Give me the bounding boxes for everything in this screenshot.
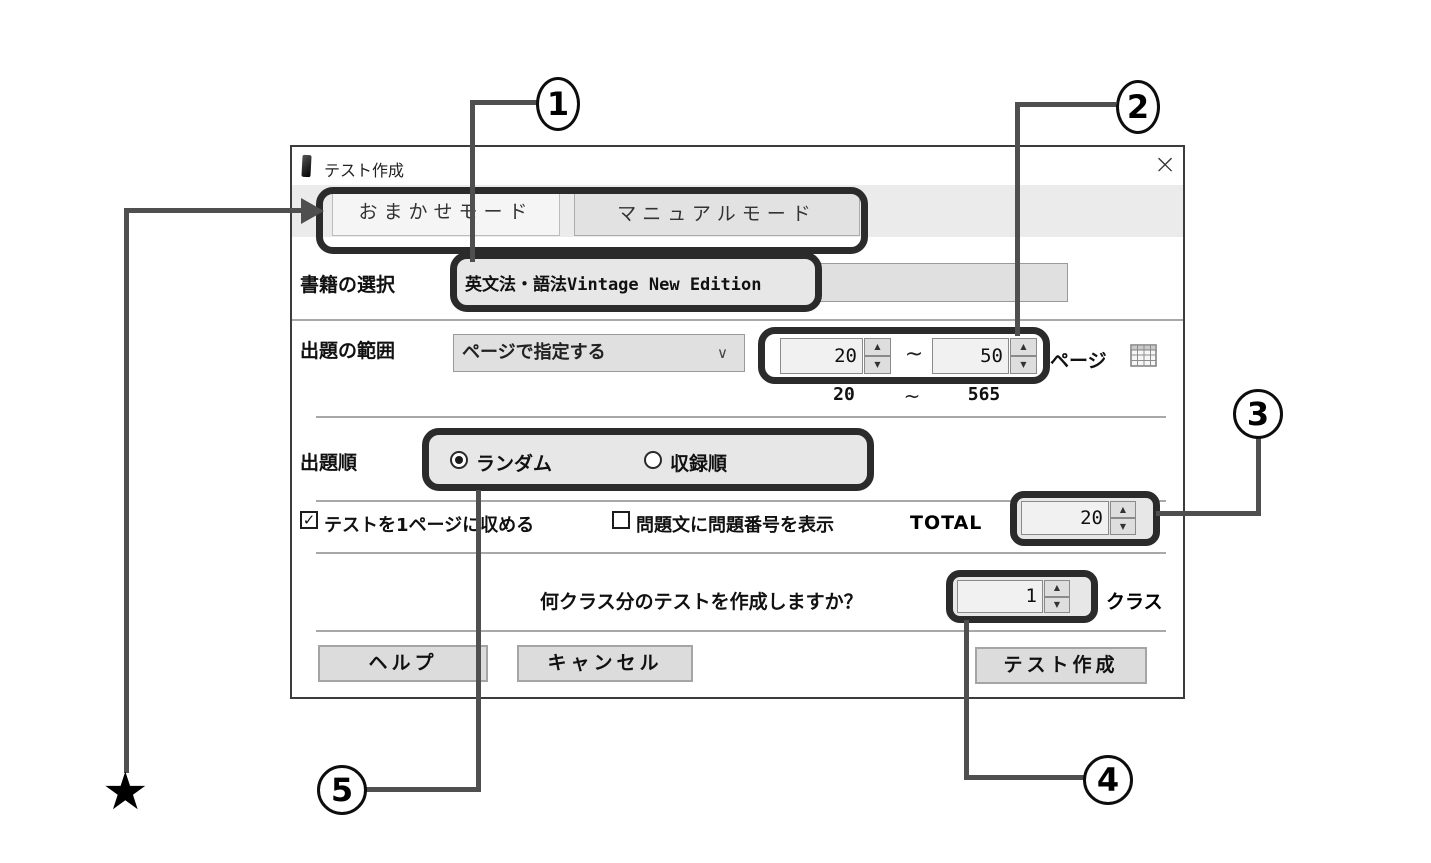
grid-icon[interactable] xyxy=(1130,344,1157,367)
range-tilde-static: ~ xyxy=(903,384,921,408)
annotation-line-2 xyxy=(1015,102,1116,107)
page-from-input[interactable]: 20 xyxy=(780,338,863,374)
range-tilde: ~ xyxy=(904,342,924,367)
annotation-line-4 xyxy=(964,775,1084,780)
range-min-value: 20 xyxy=(833,384,855,405)
separator xyxy=(316,552,1166,554)
window-title: テスト作成 xyxy=(324,161,405,180)
cancel-button[interactable]: キャンセル xyxy=(517,645,693,682)
book-select-value: 英文法・語法Vintage New Edition xyxy=(465,275,762,295)
spin-up-icon[interactable]: ▲ xyxy=(1110,501,1136,518)
range-label: 出題の範囲 xyxy=(300,340,396,362)
spin-up-icon[interactable]: ▲ xyxy=(1010,338,1037,356)
spin-down-icon[interactable]: ▼ xyxy=(1010,356,1037,374)
annotation-line-3 xyxy=(1256,438,1261,516)
radio-random-label[interactable]: ランダム xyxy=(476,453,553,475)
star-marker: ★ xyxy=(102,762,149,822)
checkbox-fit-one-page-label[interactable]: テストを1ページに収める xyxy=(324,515,535,536)
annotation-line-1 xyxy=(470,100,538,105)
page-unit-label: ページ xyxy=(1050,350,1107,372)
spin-down-icon[interactable]: ▼ xyxy=(864,356,891,374)
radio-recorded-order[interactable] xyxy=(644,451,662,469)
annotation-line-star xyxy=(124,208,129,773)
tab-omakase-mode[interactable]: おまかせモード xyxy=(332,189,560,236)
close-button[interactable]: × xyxy=(1153,149,1177,180)
checkbox-show-number[interactable] xyxy=(612,511,630,529)
annotation-line-2 xyxy=(1015,102,1020,336)
total-label: TOTAL xyxy=(910,512,983,534)
help-button[interactable]: ヘルプ xyxy=(318,645,488,682)
class-count-input[interactable]: 1 xyxy=(957,580,1043,613)
spin-down-icon[interactable]: ▼ xyxy=(1110,518,1136,535)
callout-1: 1 xyxy=(536,77,580,131)
range-type-dropdown[interactable]: ページで指定する xyxy=(453,334,745,372)
callout-2: 2 xyxy=(1116,80,1160,134)
tab-manual-mode[interactable]: マニュアルモード xyxy=(574,193,860,236)
separator xyxy=(316,630,1166,632)
annotation-box-book: 英文法・語法Vintage New Edition xyxy=(450,252,822,312)
book-select-label: 書籍の選択 xyxy=(300,274,396,296)
separator xyxy=(292,319,1183,321)
spin-up-icon[interactable]: ▲ xyxy=(864,338,891,356)
callout-3: 3 xyxy=(1233,389,1283,439)
order-label: 出題順 xyxy=(300,452,358,474)
class-unit-label: クラス xyxy=(1106,591,1163,613)
page-to-stepper[interactable]: ▲ ▼ xyxy=(1010,338,1037,374)
spin-down-icon[interactable]: ▼ xyxy=(1044,596,1070,613)
range-type-value: ページで指定する xyxy=(462,342,606,363)
page-to-input[interactable]: 50 xyxy=(932,338,1009,374)
annotation-arrowhead-star xyxy=(301,198,324,224)
total-input[interactable]: 20 xyxy=(1021,501,1109,535)
page-from-stepper[interactable]: ▲ ▼ xyxy=(864,338,891,374)
spin-up-icon[interactable]: ▲ xyxy=(1044,580,1070,597)
annotation-line-1 xyxy=(470,100,475,262)
callout-4: 4 xyxy=(1083,755,1133,805)
radio-selected-dot xyxy=(455,456,463,464)
checkbox-fit-one-page[interactable]: ✓ xyxy=(300,511,318,529)
chevron-down-icon[interactable]: ∨ xyxy=(717,344,728,362)
annotation-line-5 xyxy=(476,490,481,790)
separator xyxy=(316,416,1166,418)
annotation-line-star xyxy=(124,208,306,213)
separator xyxy=(316,500,1166,502)
range-max-value: 565 xyxy=(967,384,1001,405)
radio-random[interactable] xyxy=(450,451,468,469)
create-test-button[interactable]: テスト作成 xyxy=(975,647,1147,684)
radio-recorded-order-label[interactable]: 収録順 xyxy=(670,453,728,475)
class-count-question: 何クラス分のテストを作成しますか？ xyxy=(540,591,863,613)
checkbox-show-number-label[interactable]: 問題文に問題番号を表示 xyxy=(636,515,834,536)
total-stepper[interactable]: ▲ ▼ xyxy=(1110,501,1136,535)
annotation-line-3 xyxy=(1156,511,1261,516)
annotation-line-5 xyxy=(366,787,481,792)
app-icon xyxy=(301,154,312,178)
annotation-line-4 xyxy=(964,620,969,780)
callout-5: 5 xyxy=(317,765,367,815)
class-count-stepper[interactable]: ▲ ▼ xyxy=(1044,580,1070,613)
